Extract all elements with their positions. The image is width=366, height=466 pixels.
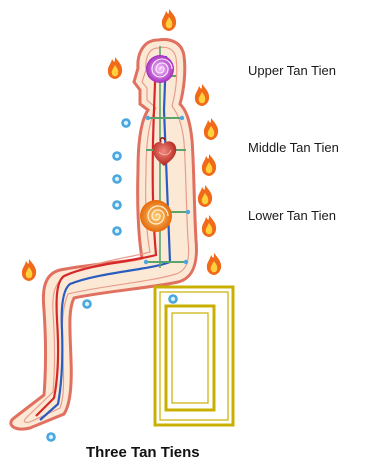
middle-tan-tien-label: Middle Tan Tien (248, 140, 339, 155)
flame-icon (202, 215, 216, 237)
energy-dot-icon (112, 226, 122, 236)
flame-icon (204, 118, 218, 140)
upper-tan-tien-spiral-icon (146, 55, 174, 83)
energy-dot-icon (112, 174, 122, 184)
energy-dot-icon (82, 299, 92, 309)
diagram-caption: Three Tan Tiens (86, 444, 200, 461)
energy-dot-icon (112, 151, 122, 161)
flame-icon (198, 185, 212, 207)
flame-icon (195, 84, 209, 106)
upper-tan-tien-label: Upper Tan Tien (248, 63, 336, 78)
stool-frame (155, 287, 233, 425)
lower-tan-tien-spiral-icon (140, 200, 172, 232)
flame-icon (22, 259, 36, 281)
flame-icon (108, 57, 122, 79)
lower-tan-tien-label: Lower Tan Tien (248, 208, 336, 223)
flame-icon (202, 154, 216, 176)
energy-dot-icon (46, 432, 56, 442)
energy-dot-icon (121, 118, 131, 128)
energy-dot-icon (168, 294, 178, 304)
flame-icon (162, 9, 176, 31)
flame-icon (207, 253, 221, 275)
energy-dot-icon (112, 200, 122, 210)
